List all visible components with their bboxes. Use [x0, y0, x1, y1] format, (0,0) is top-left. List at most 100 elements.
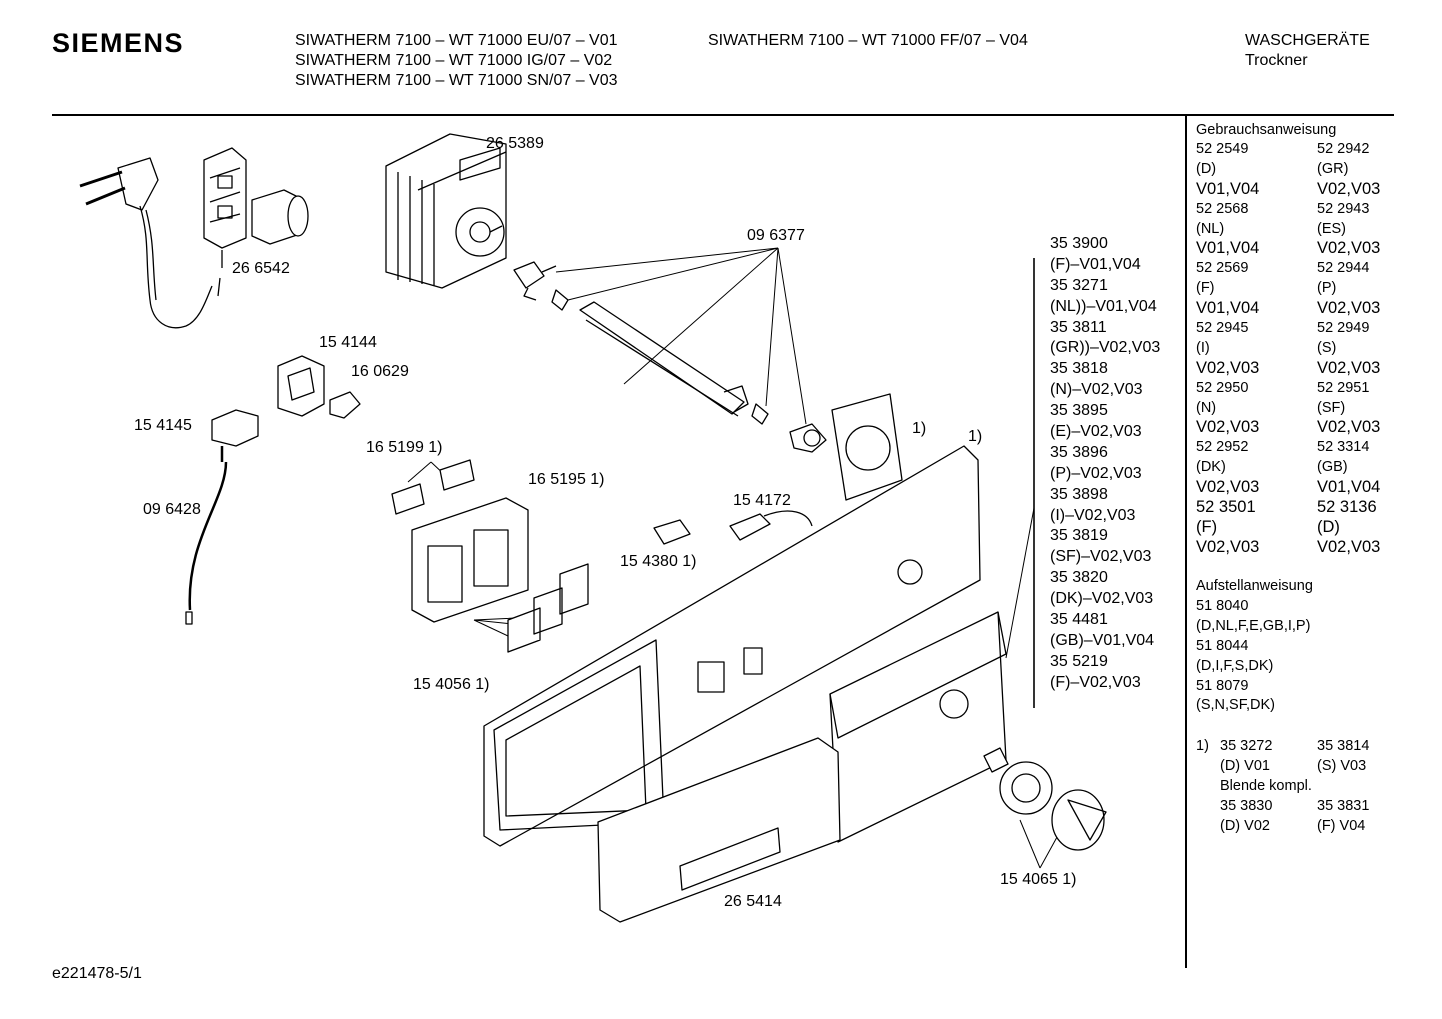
manual-variant: V01,V04: [1196, 299, 1260, 318]
install-line: (S,N,SF,DK): [1196, 697, 1275, 714]
install-line: 51 8044: [1196, 637, 1249, 654]
category-block: WASCHGERÄTE Trockner: [1245, 31, 1370, 71]
manual-variant: V01,V04: [1196, 239, 1260, 258]
part-label: 26 6542: [232, 260, 290, 277]
model-list-left: SIWATHERM 7100 – WT 71000 EU/07 – V01 SI…: [295, 31, 618, 91]
category: WASCHGERÄTE: [1245, 32, 1370, 49]
install-line: (D,NL,F,E,GB,I,P): [1196, 617, 1311, 634]
part-label: 15 4144: [319, 334, 377, 351]
footnote-code: 35 3814: [1317, 738, 1370, 754]
manual-code: 52 2943: [1317, 200, 1370, 217]
manual-variant: V02,V03: [1196, 537, 1260, 556]
manual-code: 52 3136: [1317, 498, 1377, 517]
part-label: 15 4065 1): [1000, 871, 1077, 888]
footnote-variant: (D) V01: [1220, 757, 1270, 774]
part-label: 15 4056 1): [413, 676, 490, 693]
front-panel: [483, 393, 981, 847]
manual-lang: (DK): [1196, 459, 1226, 476]
part-label: 15 4172: [733, 492, 791, 509]
footnote-grid: 35 3272 35 3814 (D) V01 (S) V03: [1220, 737, 1437, 777]
manual-lang: (F): [1196, 517, 1218, 536]
manual-lang: (SF): [1317, 399, 1346, 416]
manual-lang: (ES): [1317, 220, 1346, 237]
install-section: Aufstellanweisung 51 8040 (D,NL,F,E,GB,I…: [1196, 577, 1313, 716]
panel-code: (GR))–V02,V03: [1050, 339, 1161, 357]
part-label: 15 4380 1): [620, 553, 697, 570]
model-line: SIWATHERM 7100 – WT 71000 SN/07 – V03: [295, 72, 618, 89]
model-line: SIWATHERM 7100 – WT 71000 IG/07 – V02: [295, 52, 613, 69]
sensor-cable: [185, 409, 259, 625]
panel-code: 35 3271: [1050, 276, 1108, 294]
footnote-grid: 35 3830 35 3831 (D) V02 (F) V04: [1220, 797, 1437, 837]
button-carrier: [411, 497, 589, 653]
part-label: 15 4145: [134, 417, 192, 434]
manual-lang: (GR): [1317, 160, 1349, 177]
manual-code: 52 2951: [1317, 379, 1370, 396]
manual-grid: 52 2549 52 2942 (D) (GR) V01,V04 V02,V03…: [1196, 140, 1437, 558]
panel-code: 35 4481: [1050, 611, 1108, 629]
manual-code: 52 2945: [1196, 320, 1249, 337]
part-label: 26 5414: [724, 893, 782, 910]
part-label: 09 6428: [143, 501, 201, 518]
install-title: Aufstellanweisung: [1196, 578, 1313, 594]
footnote-section: 1) 35 3272 35 3814 (D) V01 (S) V03 Blend…: [1196, 737, 1437, 836]
manual-code: 52 2549: [1196, 141, 1249, 157]
sidebar-divider: [1185, 116, 1187, 968]
part-label: 16 5199 1): [366, 439, 443, 456]
manual-lang: (GB): [1317, 459, 1348, 476]
manual-title: Gebrauchsanweisung: [1196, 122, 1337, 138]
manual-code: 52 2569: [1196, 260, 1249, 277]
panel-code: (GB)–V01,V04: [1050, 631, 1155, 649]
panel-code: (SF)–V02,V03: [1050, 548, 1152, 566]
panel-code: (NL))–V01,V04: [1050, 297, 1157, 315]
header-divider: [52, 114, 1394, 116]
manual-code: 52 3314: [1317, 439, 1370, 456]
note-marker: 1): [912, 420, 927, 437]
manual-lang: (NL): [1196, 220, 1225, 237]
manual-variant: V02,V03: [1317, 537, 1381, 556]
manual-variant: V02,V03: [1317, 239, 1381, 258]
panel-code: (F)–V01,V04: [1050, 255, 1141, 273]
manual-variant: V02,V03: [1317, 418, 1381, 437]
manual-section: Gebrauchsanweisung 52 2549 52 2942 (D) (…: [1196, 120, 1437, 558]
manual-variant: V01,V04: [1196, 179, 1260, 198]
install-line: 51 8040: [1196, 597, 1249, 614]
manual-code: 52 2944: [1317, 260, 1370, 277]
model-line: SIWATHERM 7100 – WT 71000 FF/07 – V04: [708, 32, 1028, 49]
panel-code: 35 3900: [1050, 235, 1108, 252]
panel-code: (P)–V02,V03: [1050, 464, 1142, 482]
panel-code: 35 3896: [1050, 443, 1108, 461]
part-label: 16 0629: [351, 363, 409, 380]
manual-code: 52 2952: [1196, 439, 1249, 456]
part-label: 09 6377: [747, 227, 805, 244]
footnote-variant: (D) V02: [1220, 817, 1270, 834]
manual-lang: (P): [1317, 280, 1337, 297]
footnote-code: 35 3272: [1220, 738, 1273, 754]
panel-code: 35 3819: [1050, 527, 1108, 545]
manual-variant: V02,V03: [1317, 299, 1381, 318]
panel-code: (N)–V02,V03: [1050, 381, 1143, 399]
control-module: [385, 133, 507, 289]
footnote-code: 35 3831: [1317, 797, 1370, 814]
panel-code: (I)–V02,V03: [1050, 506, 1136, 524]
panel-code: 35 3818: [1050, 360, 1108, 378]
panel-code: 35 5219: [1050, 652, 1108, 670]
manual-lang: (F): [1196, 280, 1215, 297]
manual-variant: V02,V03: [1317, 358, 1381, 377]
heater-rod: [513, 261, 827, 453]
manual-code: 52 2568: [1196, 200, 1249, 217]
subcategory: Trockner: [1245, 52, 1308, 69]
model-line: SIWATHERM 7100 – WT 71000 EU/07 – V01: [295, 32, 618, 49]
manual-variant: V01,V04: [1317, 478, 1381, 497]
manual-variant: V02,V03: [1196, 358, 1260, 377]
note-marker: 1): [968, 428, 983, 445]
manual-code: 52 3501: [1196, 498, 1256, 517]
panel-code: 35 3898: [1050, 485, 1108, 503]
footnote-marker: 1): [1196, 738, 1209, 754]
manual-lang: (N): [1196, 399, 1217, 416]
manual-lang: (S): [1317, 339, 1337, 356]
footnote-code: 35 3830: [1220, 797, 1273, 814]
panel-code: 35 3895: [1050, 402, 1108, 420]
lamp-holder: [653, 510, 813, 545]
drawing-reference: e221478-5/1: [52, 965, 142, 982]
